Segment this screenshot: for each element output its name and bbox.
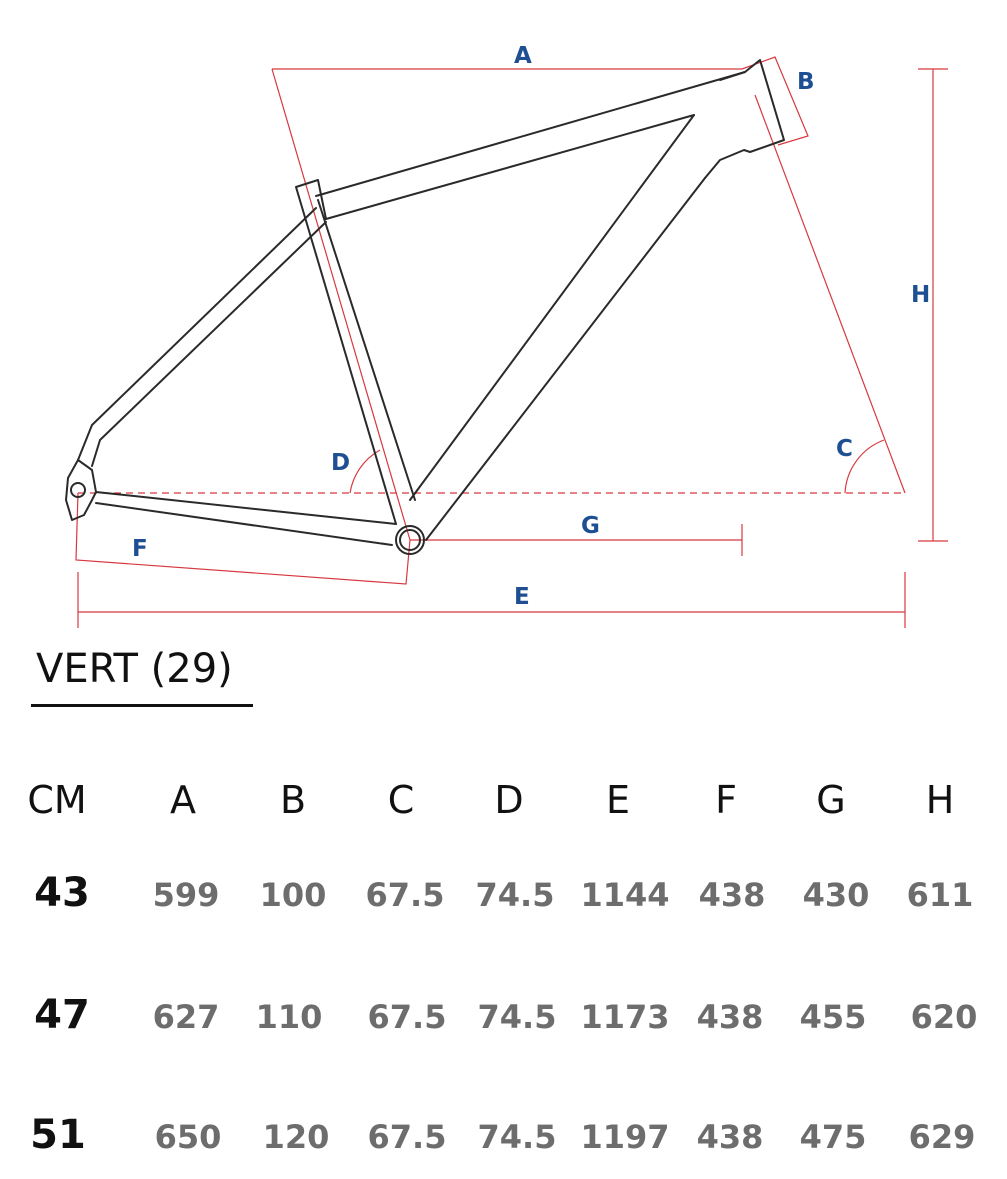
- value-a: 627: [152, 998, 220, 1036]
- value-f: 438: [696, 1118, 764, 1156]
- bike-frame-geometry-diagram: A B C D E F G H: [65, 43, 948, 628]
- dimension-c-arc: [844, 439, 885, 494]
- rear-dropout: [65, 459, 97, 521]
- label-g: G: [581, 513, 600, 539]
- size-cell: 43: [34, 870, 90, 916]
- header-g: G: [816, 778, 846, 822]
- label-c: C: [836, 436, 853, 462]
- bike-frame-drawing: [65, 59, 785, 555]
- value-h: 629: [908, 1118, 976, 1156]
- value-a: 650: [154, 1118, 222, 1156]
- value-g: 430: [802, 876, 870, 914]
- value-a: 599: [152, 876, 220, 914]
- bottom-bracket: [395, 525, 425, 555]
- seat-tube: [295, 179, 416, 525]
- value-f: 438: [696, 998, 764, 1036]
- label-d: D: [331, 450, 350, 476]
- value-e: 1144: [580, 876, 670, 914]
- value-d: 74.5: [477, 1118, 557, 1156]
- header-f: F: [715, 778, 737, 822]
- header-e: E: [605, 778, 631, 822]
- label-e: E: [514, 584, 530, 610]
- header-d: D: [494, 778, 524, 822]
- header-cm: CM: [27, 778, 87, 822]
- dimension-lines: [75, 56, 948, 628]
- label-a: A: [514, 43, 532, 69]
- size-cell: 51: [30, 1112, 86, 1158]
- head-tube: [704, 59, 785, 179]
- value-b: 120: [262, 1118, 330, 1156]
- value-e: 1173: [580, 998, 670, 1036]
- value-d: 74.5: [477, 998, 557, 1036]
- size-cell: 47: [34, 992, 90, 1038]
- table-header-row: CM A B C D E F G H: [0, 778, 1007, 838]
- header-b: B: [279, 778, 307, 822]
- value-g: 475: [799, 1118, 867, 1156]
- value-c: 67.5: [367, 998, 447, 1036]
- seat-stay: [77, 207, 327, 467]
- top-tube: [315, 71, 746, 220]
- value-g: 455: [799, 998, 867, 1036]
- value-e: 1197: [580, 1118, 670, 1156]
- head-tube-axis-line: [754, 94, 906, 494]
- table-row: 47 627 110 67.5 74.5 1173 438 455 620: [0, 992, 1007, 1052]
- rear-axle: [70, 482, 86, 498]
- label-h: H: [911, 282, 930, 308]
- value-c: 67.5: [367, 1118, 447, 1156]
- dimension-b-bracket: [741, 56, 809, 146]
- header-h: H: [925, 778, 955, 822]
- label-b: B: [797, 69, 815, 95]
- dimension-f-bracket: [75, 492, 411, 585]
- header-c: C: [387, 778, 415, 822]
- value-f: 438: [698, 876, 766, 914]
- model-title: VERT (29): [36, 646, 233, 692]
- value-b: 110: [255, 998, 323, 1036]
- table-row: 43 599 100 67.5 74.5 1144 438 430 611: [0, 870, 1007, 930]
- bottom-bracket-inner: [399, 529, 421, 551]
- seat-tube-axis-line: [271, 68, 411, 541]
- chain-stay: [95, 491, 397, 546]
- value-d: 74.5: [475, 876, 555, 914]
- value-h: 611: [906, 876, 974, 914]
- label-f: F: [132, 536, 148, 562]
- dimension-labels: A B C D E F G H: [132, 43, 930, 610]
- value-h: 620: [910, 998, 978, 1036]
- down-tube: [409, 114, 706, 541]
- header-a: A: [170, 778, 196, 822]
- value-b: 100: [259, 876, 327, 914]
- table-row: 51 650 120 67.5 74.5 1197 438 475 629: [0, 1112, 1007, 1172]
- title-underline: [31, 704, 253, 707]
- value-c: 67.5: [365, 876, 445, 914]
